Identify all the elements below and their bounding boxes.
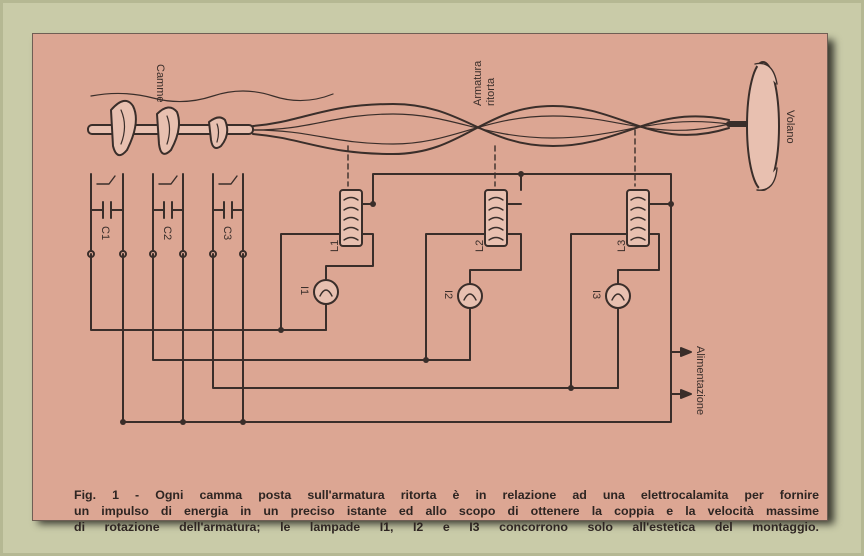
label-i3: I3 — [590, 290, 602, 299]
cam-outline-curve — [90, 90, 334, 103]
flywheel — [746, 61, 780, 191]
coil-l3 — [626, 189, 650, 247]
lamp-i3 — [605, 283, 631, 309]
lamp-i1 — [313, 279, 339, 305]
label-l2: L2 — [474, 240, 486, 252]
junction-dots — [120, 171, 674, 425]
cam-2 — [156, 106, 180, 155]
twisted-armature — [252, 103, 730, 155]
contact-c3 — [209, 173, 247, 258]
label-armatura: Armatura — [472, 60, 484, 106]
label-i2: I2 — [442, 290, 454, 299]
label-alimentazione: Alimentazione — [694, 346, 706, 415]
contact-c1 — [87, 173, 127, 258]
label-ritorta: ritorta — [485, 77, 497, 106]
caption-line-1: Fig. 1 - Ogni camma posta sull'armatura … — [74, 488, 819, 502]
contact-c2 — [149, 173, 187, 258]
figure-caption: Fig. 1 - Ogni camma posta sull'armatura … — [74, 487, 819, 535]
label-camme: Camme — [154, 64, 166, 103]
label-c3: C3 — [221, 226, 233, 240]
figure-plate: Camme Armatura ritorta Volano Alimentazi… — [32, 33, 828, 534]
circuit-diagram: Camme Armatura ritorta Volano Alimentazi… — [87, 60, 796, 425]
lamp-i2 — [457, 283, 483, 309]
coil-l1 — [339, 189, 363, 247]
label-l1: L1 — [329, 240, 341, 252]
dashed-links — [347, 129, 636, 187]
label-volano: Volano — [784, 110, 796, 144]
label-l3: L3 — [616, 240, 628, 252]
supply-arrows — [680, 347, 692, 399]
cam-1 — [110, 99, 137, 157]
caption-line-3: di rotazione dell'armatura; le lampade I… — [74, 520, 819, 534]
wiring — [90, 173, 682, 423]
label-c1: C1 — [99, 226, 111, 240]
label-i1: I1 — [298, 286, 310, 295]
label-c2: C2 — [161, 226, 173, 240]
caption-line-2: un impulso di energia in un preciso ista… — [74, 504, 819, 518]
coil-l2 — [484, 189, 508, 247]
cam-3 — [208, 116, 229, 149]
